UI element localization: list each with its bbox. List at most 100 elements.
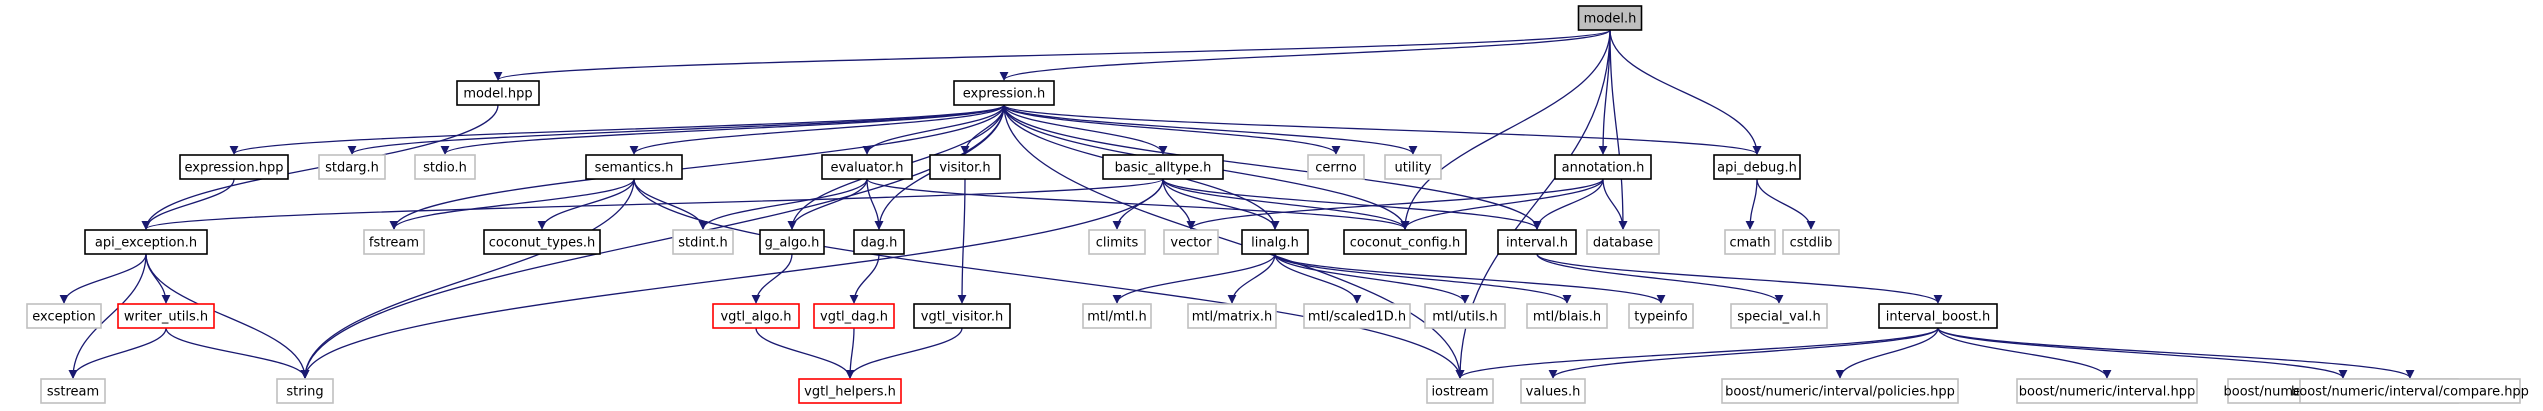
node-box <box>1303 303 1411 329</box>
node-box <box>1343 229 1467 255</box>
edge-evaluator_h-to-stdint_h <box>698 178 868 230</box>
node-expression-h[interactable]: expression.h <box>953 80 1055 106</box>
node-box <box>929 154 1001 180</box>
node-box <box>40 378 106 404</box>
node-box <box>2299 378 2521 404</box>
node-api-exception-h[interactable]: api_exception.h <box>84 229 208 255</box>
node-box <box>1424 303 1506 329</box>
node-boost-compare: boost/numeric/interval/compare.hpp <box>2291 378 2529 404</box>
node-box <box>1628 303 1694 329</box>
edge-api_exception_h-to-string <box>145 253 310 379</box>
node-label: typeinfo <box>1634 310 1687 325</box>
edge-linalg_h-to-mtl_mtl_h <box>1112 253 1276 304</box>
edge-evaluator_h-to-coconut_config_h <box>866 178 1410 230</box>
node-model-h[interactable]: model.h <box>1577 5 1643 31</box>
node-label: coconut_config.h <box>1350 236 1460 251</box>
node-basic-alltype-h[interactable]: basic_alltype.h <box>1102 154 1224 180</box>
edge-interval_h-to-interval_boost_h <box>1536 253 1943 304</box>
node-interval-h[interactable]: interval.h <box>1497 229 1577 255</box>
node-label: mtl/scaled1D.h <box>1308 310 1406 325</box>
node-box <box>1163 229 1219 255</box>
node-evaluator-h[interactable]: evaluator.h <box>821 154 913 180</box>
edge-expression_h-to-expression_hpp <box>229 104 1005 155</box>
node-string: string <box>276 378 334 404</box>
node-vgtl-dag-h[interactable]: vgtl_dag.h <box>813 303 895 329</box>
node-label: model.hpp <box>463 87 532 102</box>
node-label: utility <box>1395 161 1432 176</box>
node-model-hpp[interactable]: model.hpp <box>456 80 540 106</box>
node-expression-hpp[interactable]: expression.hpp <box>179 154 289 180</box>
node-vgtl-helpers-h[interactable]: vgtl_helpers.h <box>798 378 902 404</box>
node-annotation-h[interactable]: annotation.h <box>1554 154 1652 180</box>
node-box <box>853 229 905 255</box>
node-writer-utils-h[interactable]: writer_utils.h <box>117 303 215 329</box>
node-boost-policies: boost/numeric/interval/policies.hpp <box>1721 378 1959 404</box>
edge-interval_boost_h-to-iostream <box>1455 327 1939 379</box>
node-coconut-config-h[interactable]: coconut_config.h <box>1343 229 1467 255</box>
edge-interval_boost_h-to-boost_checking <box>1937 327 2348 379</box>
edge-semantics_h-to-fstream <box>389 178 635 230</box>
node-label: evaluator.h <box>830 161 903 176</box>
node-mtl-utils-h: mtl/utils.h <box>1424 303 1506 329</box>
node-label: values.h <box>1526 385 1581 400</box>
node-label: vgtl_algo.h <box>720 310 791 325</box>
node-label: stdarg.h <box>325 161 379 176</box>
node-box <box>798 378 902 404</box>
node-box <box>1782 229 1840 255</box>
edge-api_exception_h-to-sstream <box>68 253 147 379</box>
node-vgtl-algo-h[interactable]: vgtl_algo.h <box>712 303 800 329</box>
edge-model_h-to-coconut_config_h <box>1400 29 1611 230</box>
node-interval-boost-h[interactable]: interval_boost.h <box>1878 303 1998 329</box>
edge-expression_h-to-fstream <box>389 104 1005 230</box>
node-box <box>1426 378 1494 404</box>
node-label: special_val.h <box>1737 310 1821 325</box>
node-vgtl-visitor-h[interactable]: vgtl_visitor.h <box>913 303 1011 329</box>
node-box <box>179 154 289 180</box>
edge-expression_h-to-evaluator_h <box>862 104 1005 155</box>
node-sstream: sstream <box>40 378 106 404</box>
node-g-algo-h[interactable]: g_algo.h <box>759 229 825 255</box>
node-box <box>1102 154 1224 180</box>
node-mtl-matrix-h: mtl/matrix.h <box>1187 303 1277 329</box>
edge-expression_h-to-interval_h <box>1003 104 1542 230</box>
node-visitor-h[interactable]: visitor.h <box>929 154 1001 180</box>
node-label: expression.h <box>963 87 1046 102</box>
edge-api_exception_h-to-exception <box>59 253 147 304</box>
node-coconut-types-h[interactable]: coconut_types.h <box>483 229 601 255</box>
node-box <box>1384 154 1442 180</box>
node-label: mtl/blais.h <box>1533 310 1601 325</box>
node-box <box>585 154 683 180</box>
node-fstream: fstream <box>363 229 425 255</box>
node-label: database <box>1593 236 1653 251</box>
edge-dag_h-to-vgtl_dag_h <box>849 253 880 304</box>
edge-interval_h-to-special_val_h <box>1536 253 1784 304</box>
node-api-debug-h[interactable]: api_debug.h <box>1713 154 1801 180</box>
node-box <box>1586 229 1660 255</box>
node-box <box>483 229 601 255</box>
node-linalg-h[interactable]: linalg.h <box>1241 229 1309 255</box>
edge-basic_alltype_h-to-string <box>300 178 1164 379</box>
node-stdio-h: stdio.h <box>414 154 476 180</box>
edge-expression_h-to-iostream <box>1003 104 1465 379</box>
node-label: dag.h <box>861 236 898 251</box>
edge-basic_alltype_h-to-coconut_config_h <box>1162 178 1410 230</box>
node-typeinfo: typeinfo <box>1628 303 1694 329</box>
node-box <box>1520 378 1586 404</box>
edge-api_debug_h-to-cstdlib <box>1756 178 1816 230</box>
node-label: g_algo.h <box>765 236 820 251</box>
edge-expression_h-to-semantics_h <box>629 104 1005 155</box>
node-label: mtl/mtl.h <box>1087 310 1147 325</box>
node-label: linalg.h <box>1251 236 1299 251</box>
edge-interval_boost_h-to-boost_compare <box>1937 327 2415 379</box>
node-box <box>759 229 825 255</box>
edge-annotation_h-to-coconut_config_h <box>1400 178 1604 230</box>
edge-vgtl_algo_h-to-vgtl_helpers_h <box>755 327 855 379</box>
node-semantics-h[interactable]: semantics.h <box>585 154 683 180</box>
node-dag-h[interactable]: dag.h <box>853 229 905 255</box>
node-label: api_exception.h <box>95 236 197 251</box>
edge-evaluator_h-to-dag_h <box>866 178 884 230</box>
node-label: sstream <box>47 385 99 400</box>
edge-semantics_h-to-coconut_types_h <box>537 178 635 230</box>
node-exception: exception <box>26 303 102 329</box>
